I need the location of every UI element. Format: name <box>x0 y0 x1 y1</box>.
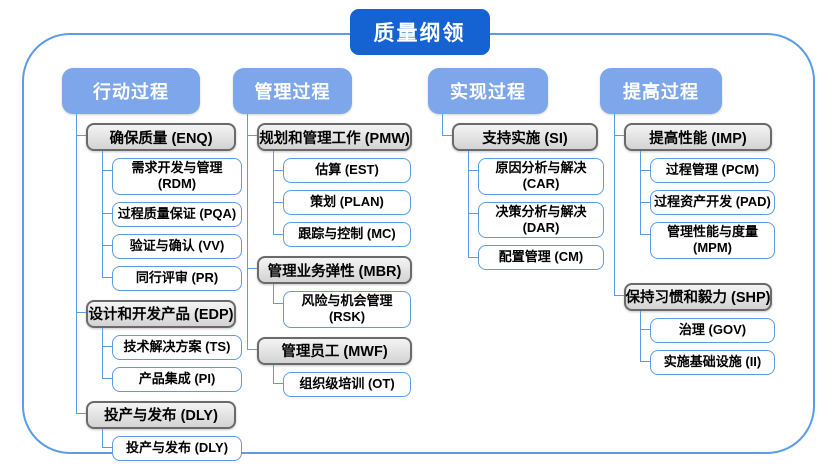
practice-row: 需求开发与管理 (RDM) <box>102 151 242 195</box>
practice-pad: 过程资产开发 (PAD) <box>650 190 775 215</box>
practice-ii: 实施基础设施 (II) <box>650 349 775 375</box>
process-column-4: 提高过程提高性能 (IMP) 过程管理 (PCM) 过程资产开发 (PAD) 管理性能… <box>600 68 775 375</box>
practice-plan: 策划 (PLAN) <box>283 190 411 215</box>
practice-row: 决策分析与解决 (DAR) <box>468 194 604 238</box>
practice-row: 过程管理 (PCM) <box>640 151 775 183</box>
process-area-edp: 设计和开发产品 (EDP) <box>86 299 236 328</box>
process-area-si: 支持实施 (SI) <box>452 123 598 151</box>
practice-row: 配置管理 (CM) <box>468 238 604 270</box>
practice-row: 跟踪与控制 (MC) <box>273 215 412 247</box>
column-header-3: 实现过程 <box>428 68 548 114</box>
practice-ot: 组织级培训 (OT) <box>283 371 411 397</box>
process-group: 规划和管理工作 (PMW) 估算 (EST) 策划 (PLAN) 跟踪与控制 (MC) <box>247 114 412 247</box>
practice-row: 治理 (GOV) <box>640 310 775 343</box>
practice-vv: 验证与确认 (VV) <box>112 233 242 259</box>
process-area-pmw: 规划和管理工作 (PMW) <box>257 123 412 151</box>
practice-rsk: 风险与机会管理 (RSK) <box>283 291 411 328</box>
practice-rdm: 需求开发与管理 (RDM) <box>112 158 242 195</box>
process-area-mwf: 管理员工 (MWF) <box>257 336 412 365</box>
practice-row: 过程资产开发 (PAD) <box>640 183 775 215</box>
practice-row: 管理性能与度量 (MPM) <box>640 215 775 259</box>
process-area-dly: 投产与发布 (DLY) <box>86 400 236 429</box>
practice-row: 投产与发布 (DLY) <box>102 428 242 461</box>
process-area-shp: 保持习惯和毅力 (SHP) <box>624 282 772 311</box>
diagram-title: 质量纲领 <box>349 9 490 55</box>
practice-dar: 决策分析与解决 (DAR) <box>478 201 604 238</box>
practice-row: 风险与机会管理 (RSK) <box>273 284 412 328</box>
process-group: 提高性能 (IMP) 过程管理 (PCM) 过程资产开发 (PAD) 管理性能与度量 … <box>614 114 775 259</box>
practice-pqa: 过程质量保证 (PQA) <box>112 201 242 227</box>
practice-row: 原因分析与解决 (CAR) <box>468 151 604 195</box>
practice-mc: 跟踪与控制 (MC) <box>283 222 411 247</box>
column-header-4: 提高过程 <box>600 68 722 114</box>
process-column-1: 行动过程确保质量 (ENQ) 需求开发与管理 (RDM) 过程质量保证 (PQA) 验… <box>62 68 242 461</box>
practice-est: 估算 (EST) <box>283 158 411 183</box>
practice-row: 同行评审 (PR) <box>102 258 242 291</box>
process-group: 管理员工 (MWF) 组织级培训 (OT) <box>247 327 412 397</box>
process-group: 投产与发布 (DLY) 投产与发布 (DLY) <box>76 391 242 461</box>
process-group: 管理业务弹性 (MBR) 风险与机会管理 (RSK) <box>247 247 412 328</box>
practice-row: 组织级培训 (OT) <box>273 364 412 397</box>
process-group: 支持实施 (SI) 原因分析与解决 (CAR) 决策分析与解决 (DAR) 配置管理 … <box>442 114 604 270</box>
practice-row: 估算 (EST) <box>273 151 412 183</box>
practice-pcm: 过程管理 (PCM) <box>650 158 775 183</box>
practice-row: 实施基础设施 (II) <box>640 342 775 375</box>
process-area-enq: 确保质量 (ENQ) <box>86 123 236 151</box>
process-column-3: 实现过程支持实施 (SI) 原因分析与解决 (CAR) 决策分析与解决 (DAR) 配… <box>428 68 604 270</box>
practice-row: 产品集成 (PI) <box>102 359 242 392</box>
practice-pr: 同行评审 (PR) <box>112 265 242 291</box>
process-area-mbr: 管理业务弹性 (MBR) <box>257 256 412 284</box>
column-header-2: 管理过程 <box>233 68 352 114</box>
process-group: 保持习惯和毅力 (SHP) 治理 (GOV) 实施基础设施 (II) <box>614 258 775 375</box>
process-area-imp: 提高性能 (IMP) <box>624 123 772 151</box>
practice-row: 技术解决方案 (TS) <box>102 327 242 360</box>
process-column-2: 管理过程规划和管理工作 (PMW) 估算 (EST) 策划 (PLAN) 跟踪与控制 … <box>233 68 412 397</box>
process-group: 确保质量 (ENQ) 需求开发与管理 (RDM) 过程质量保证 (PQA) 验证与确认… <box>76 114 242 291</box>
practice-mpm: 管理性能与度量 (MPM) <box>650 222 775 259</box>
practice-gov: 治理 (GOV) <box>650 317 775 343</box>
process-group: 设计和开发产品 (EDP) 技术解决方案 (TS) 产品集成 (PI) <box>76 290 242 392</box>
practice-car: 原因分析与解决 (CAR) <box>478 158 604 195</box>
column-header-1: 行动过程 <box>62 68 200 114</box>
practice-row: 过程质量保证 (PQA) <box>102 194 242 227</box>
practice-row: 验证与确认 (VV) <box>102 226 242 259</box>
practice-dly: 投产与发布 (DLY) <box>112 435 242 461</box>
practice-pi: 产品集成 (PI) <box>112 366 242 392</box>
practice-row: 策划 (PLAN) <box>273 183 412 215</box>
practice-cm: 配置管理 (CM) <box>478 245 604 270</box>
practice-ts: 技术解决方案 (TS) <box>112 334 242 360</box>
